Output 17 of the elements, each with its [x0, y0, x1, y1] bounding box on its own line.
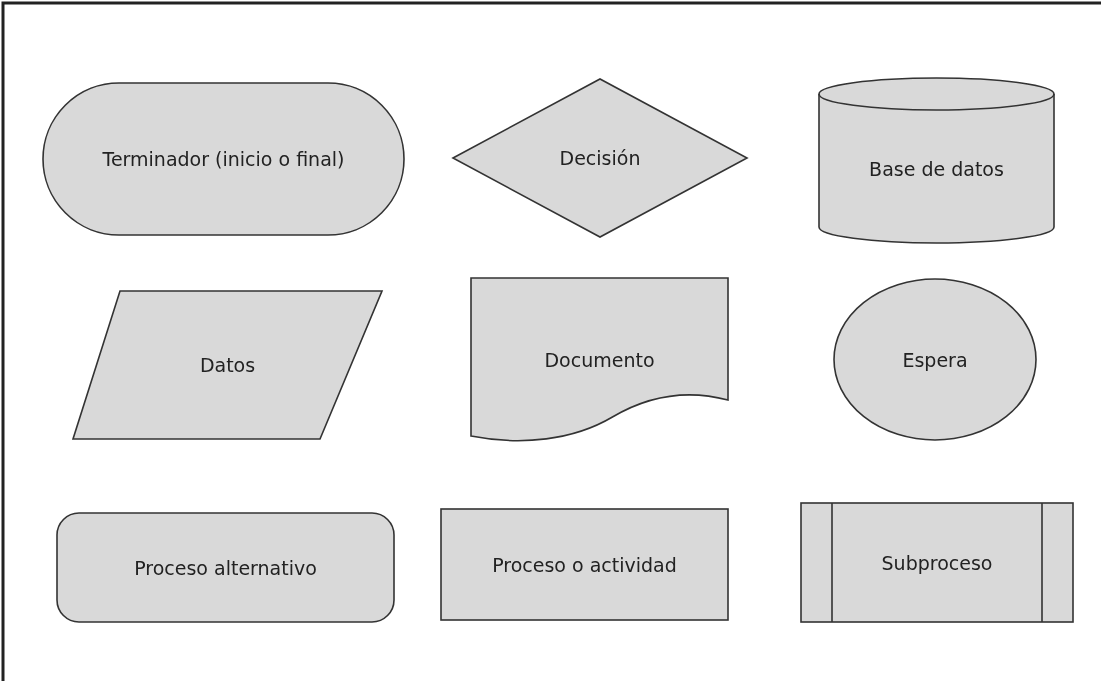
subprocess-box	[800, 502, 1074, 623]
alternate-process-box	[56, 512, 395, 623]
shape-label: Datos	[199, 354, 256, 376]
data-parallelogram	[72, 290, 383, 440]
shape-label: Proceso o actividad	[492, 553, 677, 576]
shape-label: Subproceso	[881, 551, 993, 574]
shape-label: Proceso alternativo	[134, 556, 317, 579]
shape-label: Documento	[544, 348, 655, 371]
shape-label: Base de datos	[869, 157, 1004, 180]
process-box	[440, 508, 729, 621]
decision-diamond	[452, 78, 748, 238]
document-shape	[470, 277, 729, 442]
shape-label: Terminador (inicio o final)	[102, 148, 345, 170]
shape-label: Espera	[902, 348, 968, 371]
database-cylinder	[818, 78, 1055, 243]
shape-label: Decisión	[559, 147, 641, 169]
wait-circle	[833, 278, 1037, 441]
